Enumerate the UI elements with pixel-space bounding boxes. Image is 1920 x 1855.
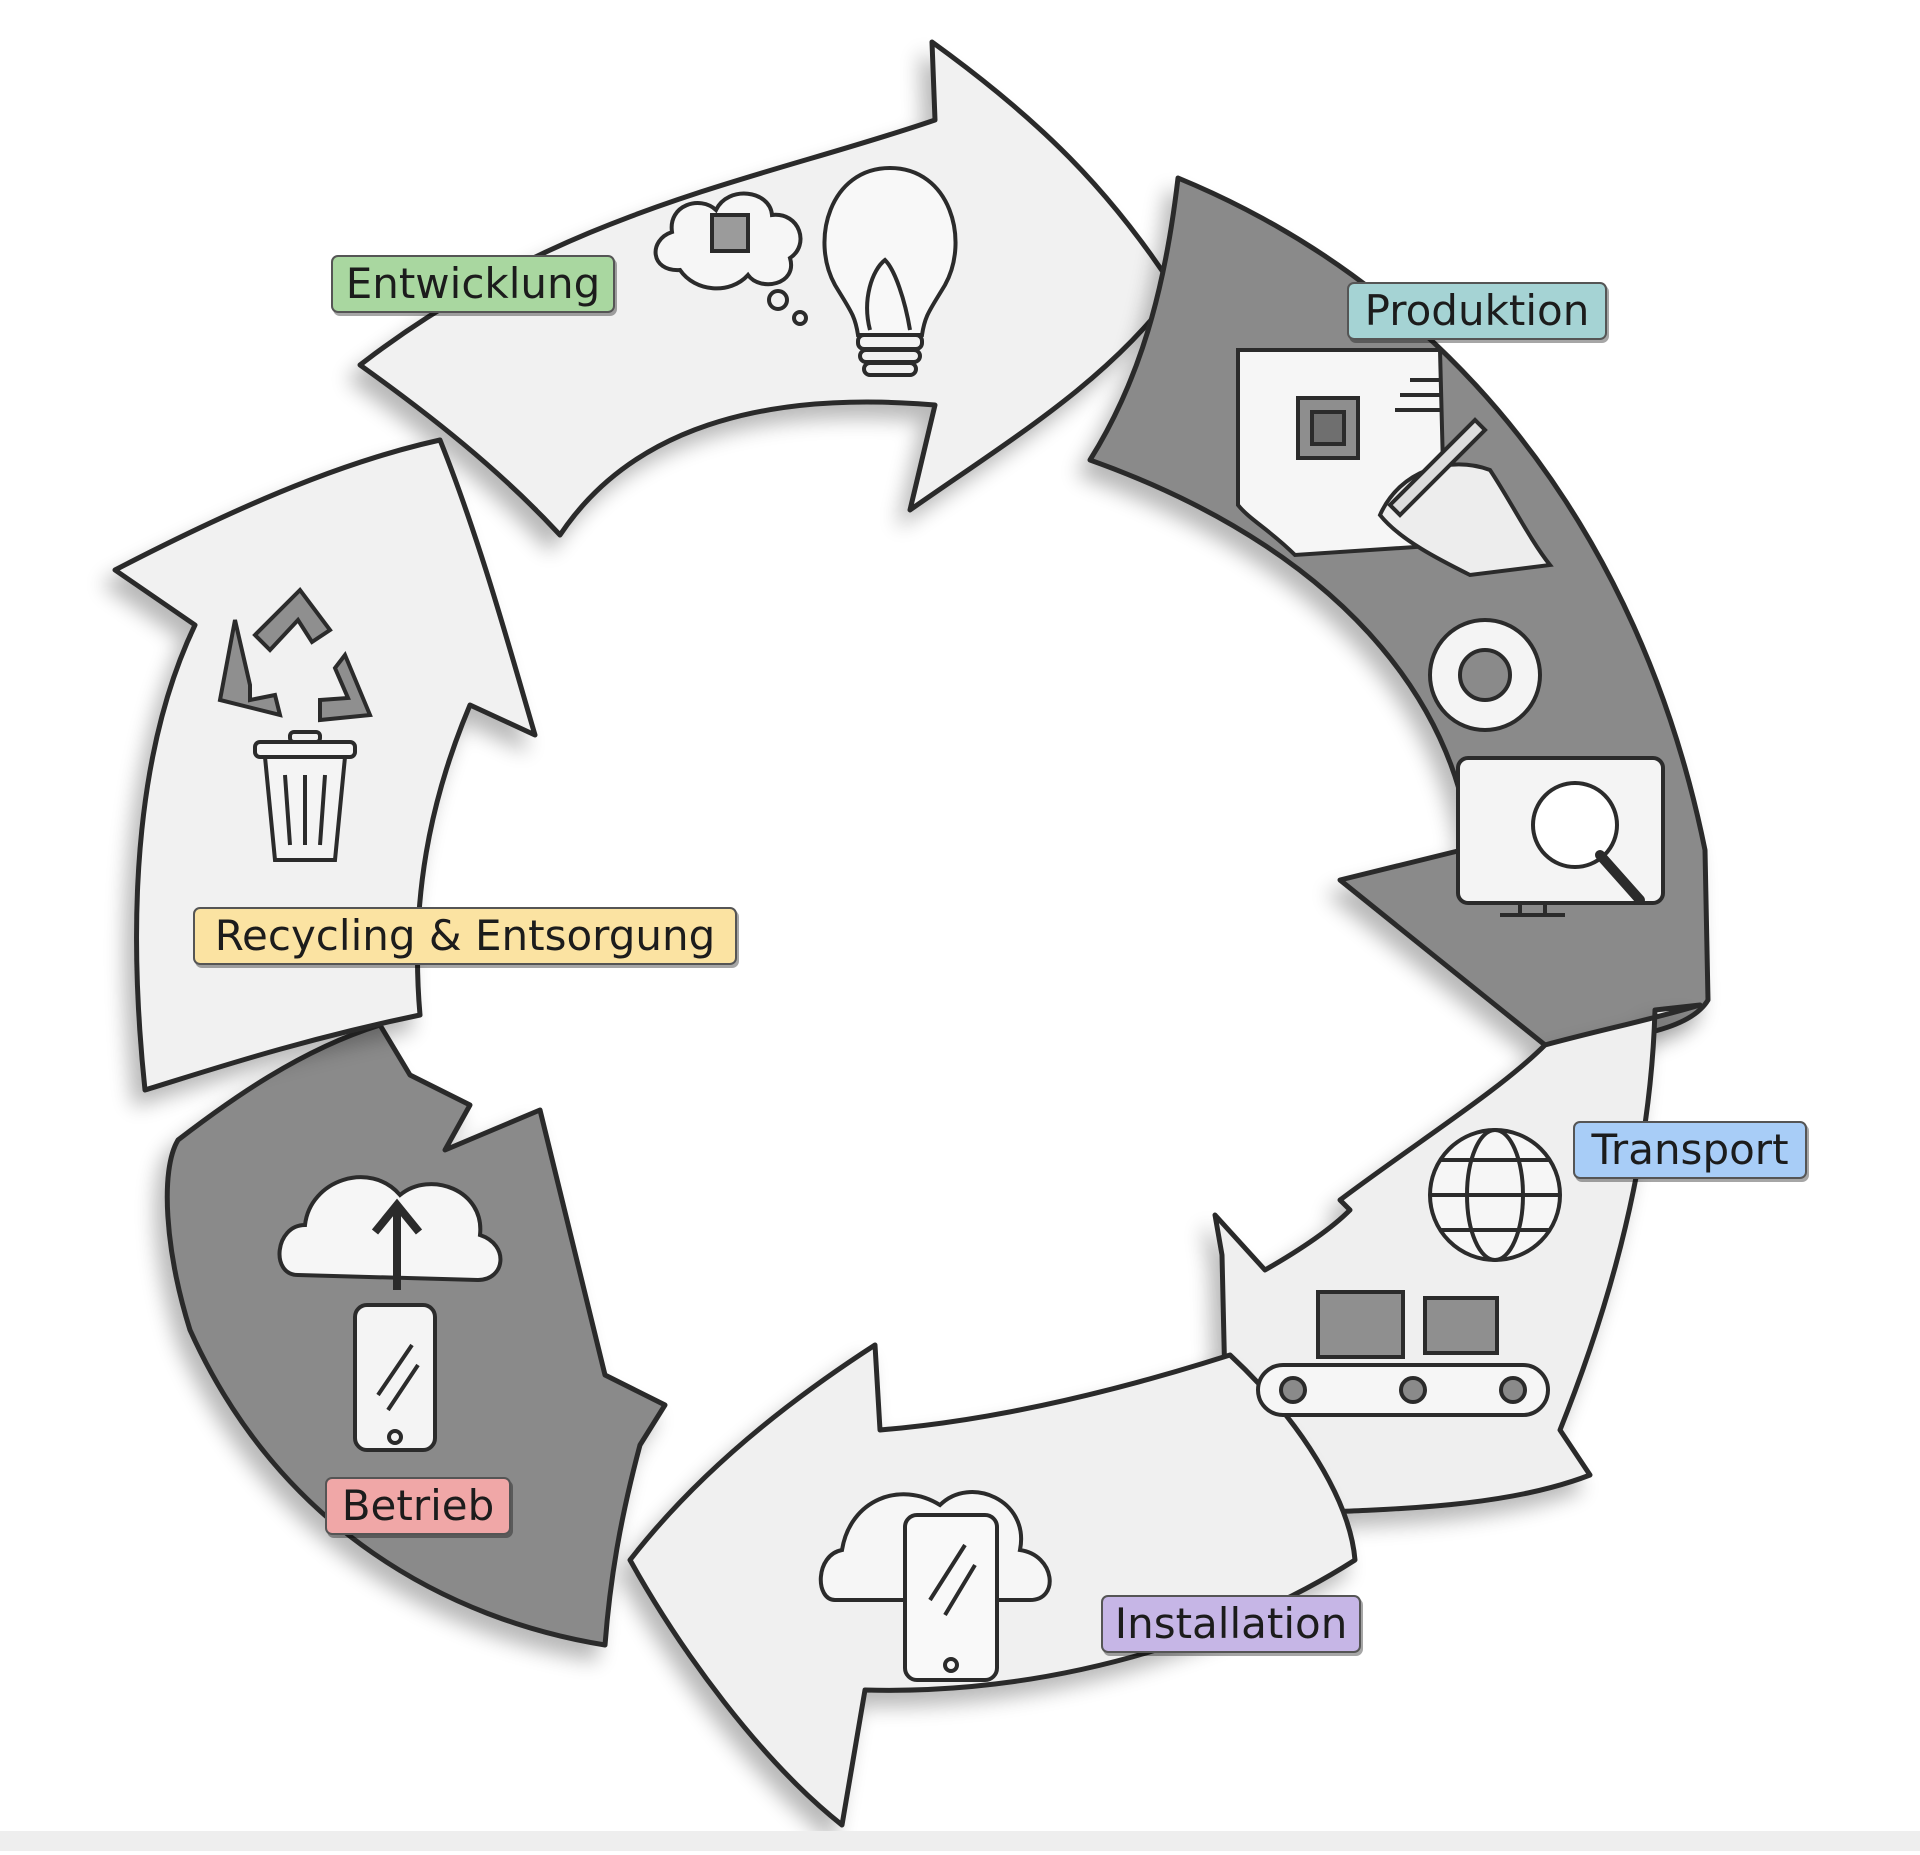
lightbulb-icon xyxy=(822,165,958,377)
cloud-smartphone-icon xyxy=(818,1490,1052,1682)
globe-icon xyxy=(1428,1128,1562,1262)
gear-icon xyxy=(1428,618,1542,732)
recycle-icon xyxy=(217,586,373,723)
smartphone-icon xyxy=(353,1303,437,1452)
conveyor-boxes-icon xyxy=(1256,1290,1550,1417)
stage-label-installation-text: Installation xyxy=(1115,1599,1348,1648)
stage-label-transport-bg xyxy=(1573,1121,1807,1179)
arrow-entwicklung xyxy=(357,39,1178,538)
monitor-magnifier-icon xyxy=(1456,756,1665,917)
stage-label-recycling: Recycling & Entsorgung xyxy=(193,907,737,965)
stage-label-betrieb-text: Betrieb xyxy=(342,1481,495,1530)
trash-can-icon xyxy=(253,730,357,862)
stage-label-installation: Installation xyxy=(1101,1595,1361,1653)
stage-label-entwicklung: Entwicklung xyxy=(331,255,615,313)
stage-label-betrieb-bg xyxy=(325,1477,511,1535)
stage-label-transport: Transport xyxy=(1573,1121,1807,1179)
stage-label-entwicklung-bg xyxy=(331,255,615,313)
thought-cloud-chip-icon xyxy=(653,191,808,326)
stage-label-recycling-bg xyxy=(193,907,737,965)
stage-label-recycling-text: Recycling & Entsorgung xyxy=(215,911,716,960)
stage-label-produktion-bg xyxy=(1347,282,1607,340)
cloud-upload-icon xyxy=(277,1175,503,1290)
stage-label-transport-text: Transport xyxy=(1590,1125,1788,1174)
stage-label-produktion-text: Produktion xyxy=(1365,286,1590,335)
stage-label-betrieb: Betrieb xyxy=(325,1477,511,1535)
stage-label-installation-bg xyxy=(1101,1595,1361,1653)
hand-pen-icon xyxy=(1377,417,1554,578)
bottom-strip xyxy=(0,1831,1920,1851)
stage-label-entwicklung-text: Entwicklung xyxy=(346,259,601,308)
stage-label-produktion: Produktion xyxy=(1347,282,1607,340)
